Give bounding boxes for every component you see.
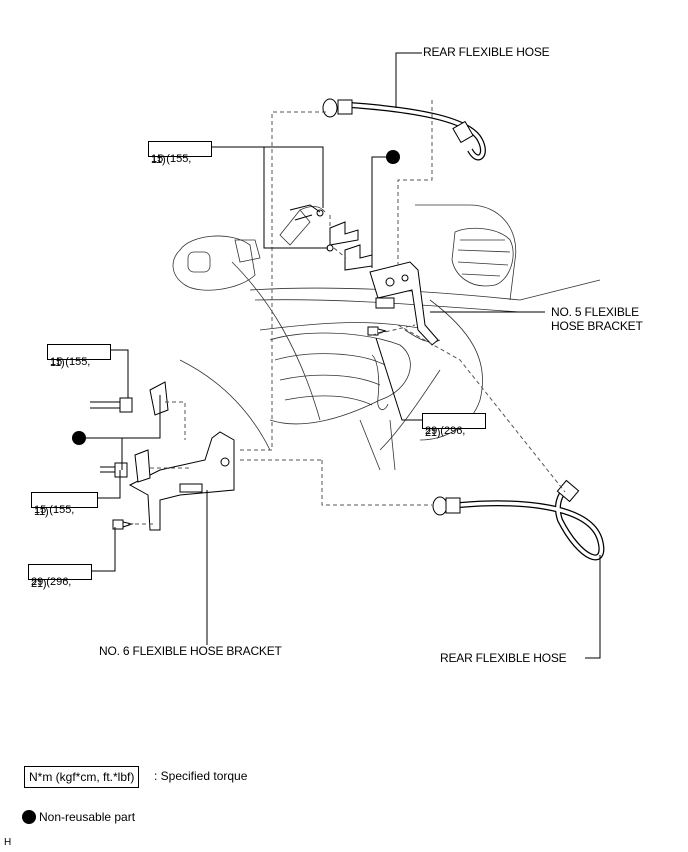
no6-flexible-hose-bracket [128,431,235,531]
torque-value: 29 (296, [425,425,466,437]
label-rear-flexible-hose-bottom: REAR FLEXIBLE HOSE [440,651,567,665]
torque-value-cont: 21) [31,578,47,590]
leader-lines [66,52,601,659]
corner-code: H [4,837,12,848]
chassis-sketch [172,204,601,471]
torque-value: 15 (155, [50,356,91,368]
legend-non-reusable-icon [22,810,36,824]
rear-flexible-hose-top [322,98,486,161]
non-reusable-marker-2 [72,431,86,445]
clips-lower [134,381,169,483]
brake-pipes-lower [90,397,134,530]
brake-pipe-upper [289,204,321,221]
legend-torque-unit: N*m (kgf*cm, ft.*lbf) [24,766,140,788]
label-rear-flexible-hose-top: REAR FLEXIBLE HOSE [423,45,550,59]
legend-torque-desc: : Specified torque [154,769,248,783]
no5-flexible-hose-bracket [369,261,439,346]
torque-value-cont: 11) [34,506,49,518]
torque-box-4: 29 (296, [422,413,486,437]
torque-box-3: 15 (155, [31,492,98,516]
torque-value-cont: 11) [151,154,166,166]
rear-flexible-hose-bottom [432,479,605,561]
non-reusable-marker-1 [386,150,400,164]
torque-value-cont: 11) [50,357,65,369]
torque-box-5: 29 (296, [28,564,92,588]
torque-box-1: 15 (155, [148,141,212,165]
torque-box-2: 15 (155, [47,344,111,368]
clips-upper [316,209,373,271]
label-no5-bracket-line2: HOSE BRACKET [551,319,643,333]
label-no6-bracket: NO. 6 FLEXIBLE HOSE BRACKET [99,644,282,658]
torque-value-cont: 21) [425,427,441,439]
torque-value: 15 (155, [151,153,192,165]
bolt-no5 [367,326,387,336]
torque-value: 15 (155, [34,504,75,516]
dashed-lines [128,100,566,525]
label-no5-bracket-line1: NO. 5 FLEXIBLE [551,305,639,319]
torque-value: 29 (296, [31,576,72,588]
legend-non-reusable-desc: Non-reusable part [39,810,136,824]
